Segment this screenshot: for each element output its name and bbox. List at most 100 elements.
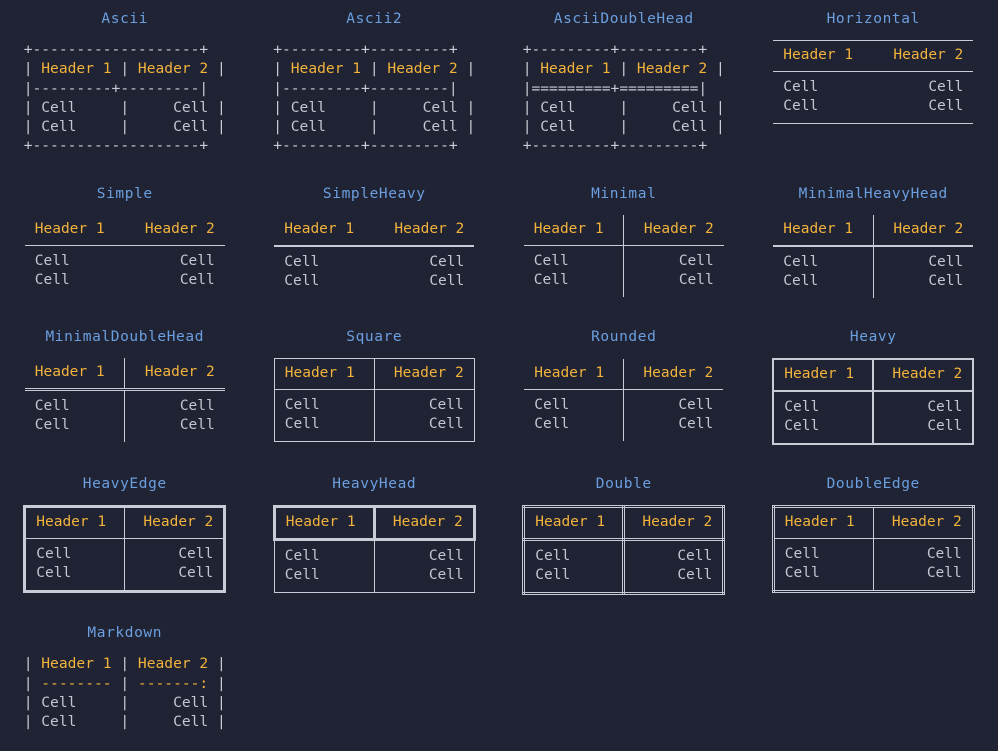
cell-line: Cell (284, 273, 320, 290)
ascii-segment: +-------------------+ (23, 41, 209, 58)
cell-line: Cell (678, 272, 714, 289)
ascii-segment: | (23, 674, 42, 692)
cell-line: Cell (535, 566, 571, 583)
ascii-segment: | (610, 60, 637, 78)
column-header-2: Header 2 (374, 215, 475, 248)
cell-line: Cell (784, 564, 820, 581)
ascii-segment: Cell (422, 98, 458, 116)
ascii-segment: | (273, 118, 291, 136)
cell-line: Cell (783, 273, 819, 290)
table-title-simpleheavy: SimpleHeavy (322, 186, 426, 203)
table-title-square: Square (346, 328, 403, 345)
cell-line: Cell (928, 98, 964, 114)
ascii-segment: | (111, 118, 174, 136)
cell-line: Cell (928, 273, 964, 290)
table-markdown: | Header 1 | Header 2 | | -------- | ---… (24, 654, 226, 731)
table-title-heavyedge: HeavyEdge (82, 475, 167, 492)
table-card-asciidoublehead: AsciiDoubleHead+---------+---------+ | H… (499, 0, 749, 156)
cell-line: Cell (534, 415, 570, 432)
cell-line: Cell (535, 547, 571, 564)
cell-line: Cell (533, 253, 569, 270)
ascii-segment: Header 2 (137, 60, 209, 78)
column-header-1: Header 1 (272, 504, 376, 541)
table-title-rounded: Rounded (591, 328, 657, 345)
ascii-segment: | (610, 118, 673, 136)
cell-line: Cell (178, 545, 214, 562)
ascii-segment: Cell (173, 118, 209, 136)
ascii-segment: Cell (422, 118, 458, 136)
cell-line: Cell (428, 566, 464, 583)
ascii-segment: | (23, 693, 42, 711)
ascii-segment: Cell (290, 98, 362, 116)
ascii-segment: Cell (672, 118, 708, 136)
cell-line: Cell (34, 253, 70, 270)
table-title-doubleedge: DoubleEdge (826, 475, 920, 492)
ascii-segment: Header 2 (636, 60, 708, 78)
ascii-segment: | (111, 98, 174, 116)
ascii-segment: | (208, 60, 226, 78)
ascii-segment: | (522, 98, 541, 116)
column-header-2: Header 2 (124, 215, 225, 247)
ascii-segment: | (707, 118, 725, 136)
table-title-heavy: Heavy (849, 328, 897, 345)
cell-line: Cell (179, 253, 215, 270)
ascii-segment: +---------+---------+ (273, 41, 458, 58)
column-header-2: Header 2 (124, 357, 225, 391)
cell-line: Cell (34, 272, 70, 289)
cell-line: Cell (534, 396, 570, 413)
ascii-segment: Cell (672, 98, 708, 116)
table-card-ascii2: Ascii2+---------+---------+ | Header 1 |… (250, 0, 500, 156)
column-header-1: Header 1 (274, 215, 375, 248)
cell-line: Cell (429, 254, 465, 271)
cell-line: Cell (179, 272, 215, 289)
ascii-segment: Header 1 (41, 655, 112, 673)
ascii-segment: | (208, 118, 226, 136)
table-card-ascii: Ascii+-------------------+ | Header 1 | … (0, 0, 250, 156)
ascii-segment: Cell (41, 98, 112, 116)
table-ascii2: +---------+---------+ | Header 1 | Heade… (273, 40, 475, 156)
ascii-segment: -------: (137, 674, 209, 692)
ascii-segment: Header 1 (540, 60, 611, 78)
ascii-segment: +---------+---------+ (522, 137, 708, 155)
table-title-horizontal: Horizontal (826, 11, 920, 27)
ascii-segment: +---------+---------+ (273, 137, 458, 155)
cell-line: Cell (284, 566, 320, 583)
cell-line: Cell (284, 547, 320, 564)
ascii-segment: Cell (41, 713, 112, 731)
ascii-segment: | (111, 693, 174, 711)
cell-line: Cell (927, 417, 963, 434)
ascii-segment: Cell (41, 118, 112, 136)
cell-line: Cell (34, 416, 70, 433)
table-title-minimalheavyhead: MinimalHeavyHead (798, 186, 948, 203)
table-ascii: +-------------------+ | Header 1 | Heade… (24, 40, 226, 156)
cell-line: Cell (284, 396, 320, 413)
